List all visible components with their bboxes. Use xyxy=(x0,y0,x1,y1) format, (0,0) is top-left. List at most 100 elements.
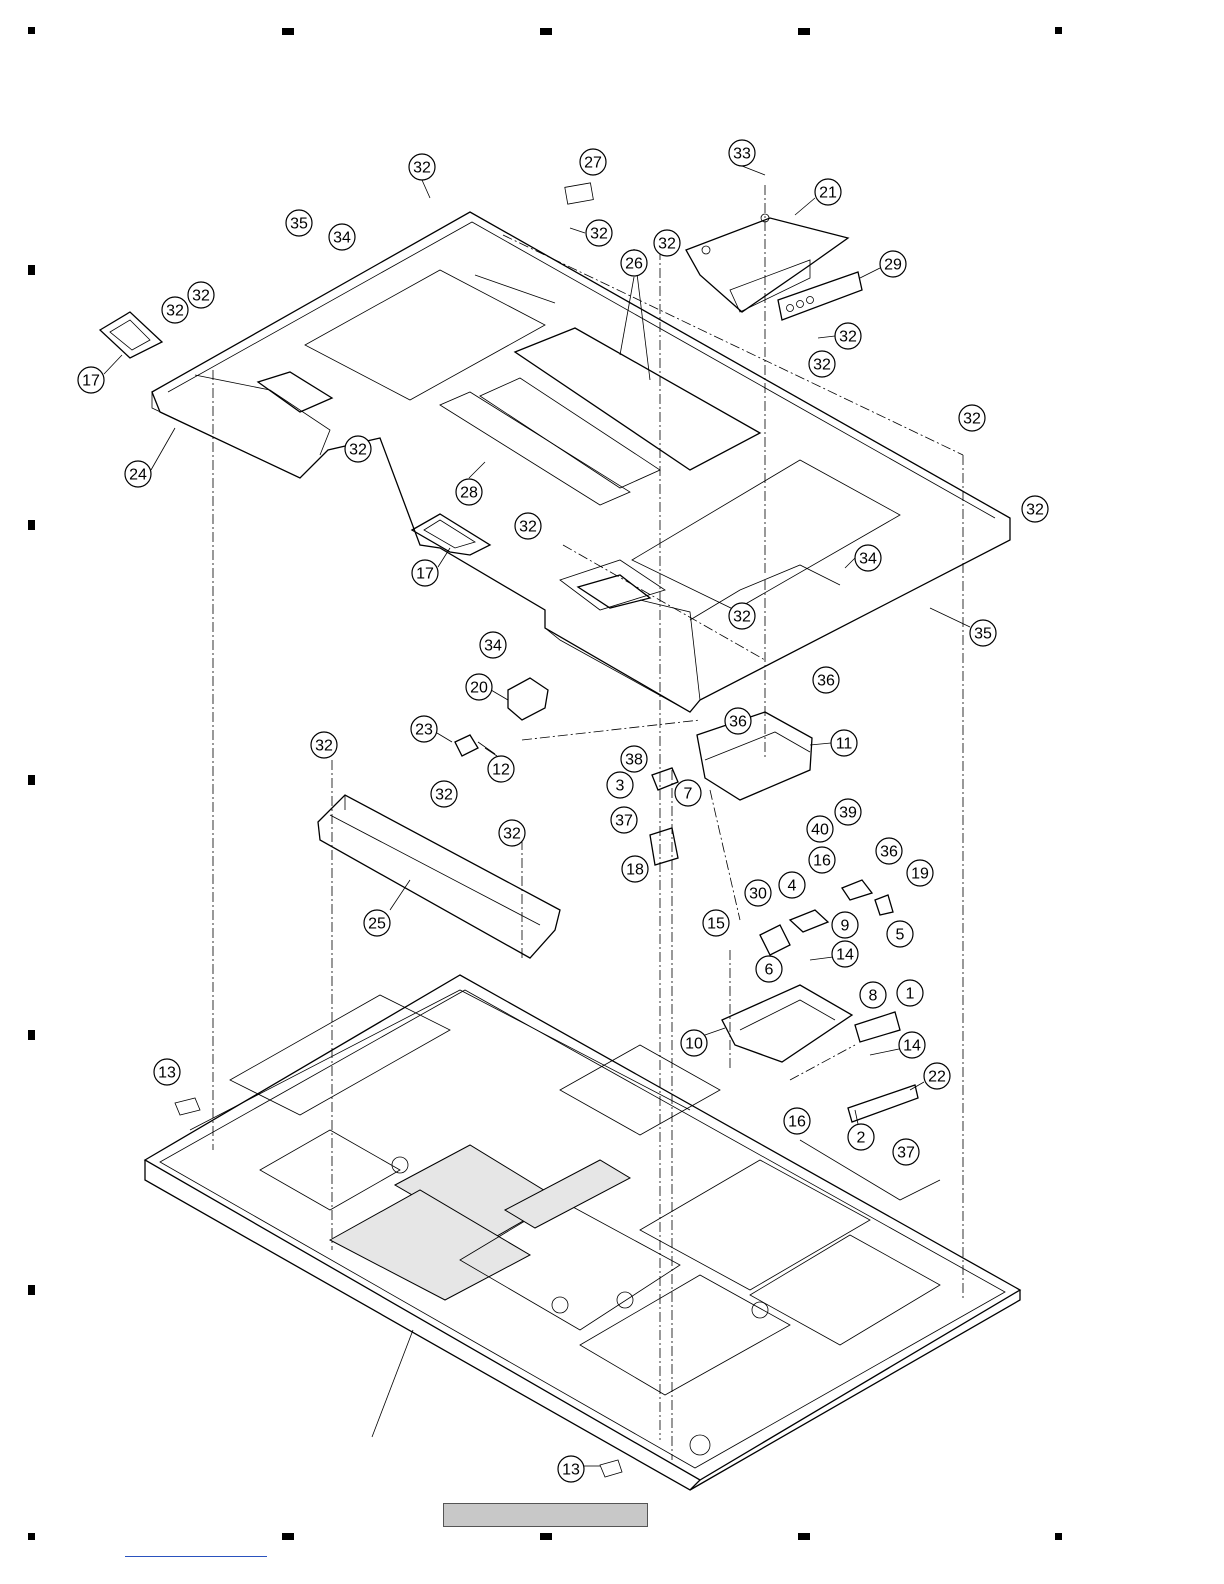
callout-26: 26 xyxy=(621,250,647,276)
callout-36: 36 xyxy=(876,838,902,864)
callout-number: 32 xyxy=(192,288,210,305)
callout-34: 34 xyxy=(855,545,881,571)
callout-number: 25 xyxy=(368,916,386,933)
callout-23: 23 xyxy=(411,716,437,742)
callout-number: 32 xyxy=(519,519,537,536)
callout-number: 36 xyxy=(880,844,898,861)
callout-19: 19 xyxy=(907,860,933,886)
callout-1: 1 xyxy=(897,980,923,1006)
callout-13: 13 xyxy=(154,1059,180,1085)
callout-22: 22 xyxy=(924,1063,950,1089)
callout-number: 9 xyxy=(841,918,850,935)
callout-29: 29 xyxy=(880,251,906,277)
callout-35: 35 xyxy=(970,620,996,646)
callout-37: 37 xyxy=(893,1139,919,1165)
carry-handle-lower xyxy=(412,514,490,555)
callout-32: 32 xyxy=(515,513,541,539)
callout-8: 8 xyxy=(860,982,886,1008)
callout-number: 40 xyxy=(811,822,829,839)
callout-number: 34 xyxy=(859,551,877,568)
callout-number: 32 xyxy=(963,411,981,428)
callout-number: 37 xyxy=(897,1145,915,1162)
callout-32: 32 xyxy=(345,436,371,462)
callout-30: 30 xyxy=(745,880,771,906)
callout-7: 7 xyxy=(675,780,701,806)
caption-bar xyxy=(443,1503,648,1527)
callout-17: 17 xyxy=(78,367,104,393)
callout-34: 34 xyxy=(480,632,506,658)
callout-number: 7 xyxy=(684,786,693,803)
callout-25: 25 xyxy=(364,910,390,936)
callout-5: 5 xyxy=(887,921,913,947)
callout-number: 34 xyxy=(484,638,502,655)
callout-number: 4 xyxy=(788,878,797,895)
callout-6: 6 xyxy=(756,956,782,982)
callout-number: 33 xyxy=(733,146,751,163)
callout-number: 13 xyxy=(158,1065,176,1082)
callout-28: 28 xyxy=(456,479,482,505)
callout-32: 32 xyxy=(959,405,985,431)
callout-32: 32 xyxy=(311,732,337,758)
callout-36: 36 xyxy=(725,708,751,734)
pcb-bracket xyxy=(722,985,852,1062)
callout-number: 3 xyxy=(616,778,625,795)
callout-number: 34 xyxy=(333,230,351,247)
callout-33: 33 xyxy=(729,140,755,166)
callout-39: 39 xyxy=(835,799,861,825)
callout-18: 18 xyxy=(622,856,648,882)
callout-number: 29 xyxy=(884,257,902,274)
bottom-link-underline[interactable] xyxy=(125,1556,267,1557)
callout-24: 24 xyxy=(125,461,151,487)
callout-number: 32 xyxy=(1026,502,1044,519)
callout-32: 32 xyxy=(1022,496,1048,522)
callout-32: 32 xyxy=(188,282,214,308)
callout-number: 23 xyxy=(415,722,433,739)
callout-number: 32 xyxy=(413,160,431,177)
callout-number: 32 xyxy=(658,236,676,253)
callout-35: 35 xyxy=(286,210,312,236)
callout-number: 32 xyxy=(733,609,751,626)
stand-bracket xyxy=(318,795,560,958)
callout-40: 40 xyxy=(807,816,833,842)
callout-16: 16 xyxy=(809,847,835,873)
callout-number: 21 xyxy=(819,185,837,202)
callout-number: 15 xyxy=(707,916,725,933)
callout-number: 16 xyxy=(788,1114,806,1131)
callout-number: 32 xyxy=(315,738,333,755)
callout-3: 3 xyxy=(607,772,633,798)
callout-number: 14 xyxy=(836,947,854,964)
label-sticker xyxy=(565,183,594,204)
callout-number: 5 xyxy=(896,927,905,944)
callout-number: 12 xyxy=(492,762,510,779)
callout-32: 32 xyxy=(499,820,525,846)
callout-number: 24 xyxy=(129,467,147,484)
callout-number: 32 xyxy=(166,303,184,320)
callout-number: 28 xyxy=(460,485,478,502)
callout-number: 11 xyxy=(836,736,853,753)
callout-32: 32 xyxy=(729,603,755,629)
callout-number: 37 xyxy=(615,813,633,830)
callout-21: 21 xyxy=(815,179,841,205)
callout-13: 13 xyxy=(558,1456,584,1482)
callout-number: 30 xyxy=(749,886,767,903)
terminal-bracket xyxy=(686,214,848,312)
callout-number: 32 xyxy=(590,226,608,243)
callout-27: 27 xyxy=(580,149,606,175)
callout-number: 22 xyxy=(928,1069,946,1086)
callout-32: 32 xyxy=(586,220,612,246)
callout-number: 32 xyxy=(349,442,367,459)
callout-number: 32 xyxy=(839,329,857,346)
callout-number: 16 xyxy=(813,853,831,870)
callout-number: 26 xyxy=(625,256,643,273)
callout-2: 2 xyxy=(848,1124,874,1150)
callout-20: 20 xyxy=(466,674,492,700)
callout-14: 14 xyxy=(832,941,858,967)
callout-32: 32 xyxy=(835,323,861,349)
callout-number: 36 xyxy=(729,714,747,731)
rear-cover xyxy=(152,212,1010,712)
callout-number: 39 xyxy=(839,805,857,822)
callout-number: 32 xyxy=(435,787,453,804)
main-chassis xyxy=(145,975,1020,1490)
